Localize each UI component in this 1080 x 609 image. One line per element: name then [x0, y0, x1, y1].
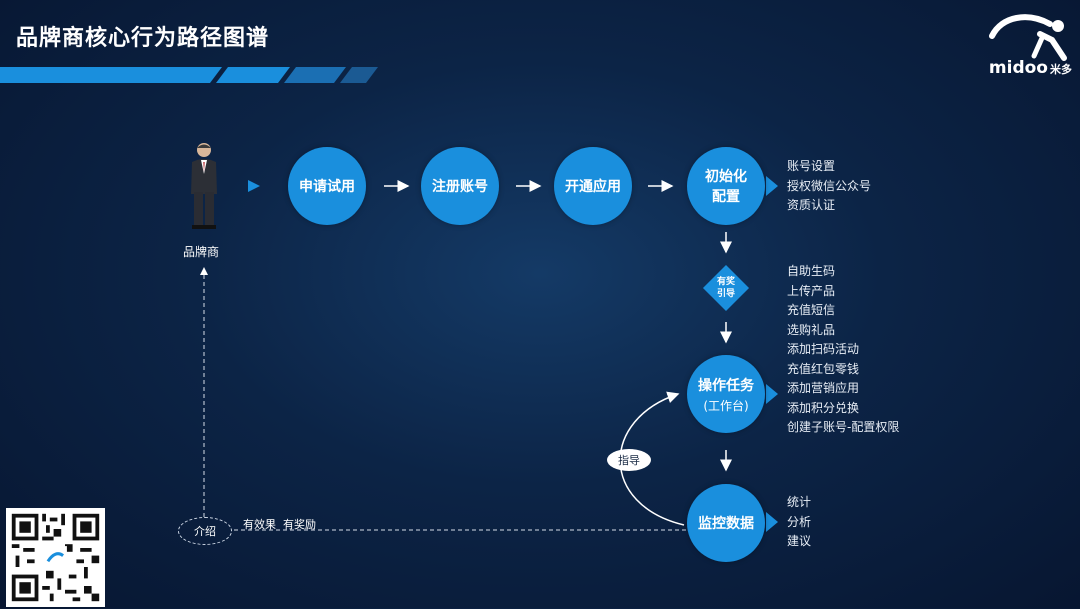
diamond-line1: 有奖	[716, 277, 735, 287]
step-register: 注册账号	[421, 147, 499, 225]
reward-guide-diamond: 有奖引导	[702, 264, 750, 312]
effect-reward-label: 有效果 有奖励	[243, 518, 316, 531]
list-item: 资质认证	[787, 198, 836, 212]
step-trial-label: 申请试用	[299, 179, 355, 195]
title-decoration-bars	[0, 67, 378, 83]
step-open-app: 开通应用	[554, 147, 632, 225]
list-item: 账号设置	[787, 159, 836, 173]
list-item: 创建子账号-配置权限	[787, 420, 900, 434]
midoo-logo-icon	[989, 14, 1067, 61]
logo-brand: midoo	[988, 58, 1048, 78]
step-init-line2: 配置	[712, 189, 740, 205]
list-item: 自助生码	[787, 264, 836, 278]
qr-code-icon	[8, 510, 103, 605]
intro-label: 介绍	[178, 517, 232, 545]
step-open-app-label: 开通应用	[565, 179, 621, 195]
list-item: 选购礼品	[787, 322, 836, 337]
operate-items-list: 自助生码 上传产品 充值短信 选购礼品 添加扫码活动 充值红包零钱 添加营销应用…	[787, 262, 899, 438]
bracket-monitor	[766, 512, 778, 532]
bracket-operate	[766, 384, 778, 404]
step-init-config: 初始化 配置	[687, 147, 765, 225]
list-item: 添加积分兑换	[787, 400, 860, 415]
businessman-icon	[191, 143, 217, 229]
step-init-line1: 初始化	[705, 169, 747, 185]
qr-code	[6, 508, 105, 607]
diamond-line2: 引导	[716, 289, 735, 299]
step-monitor: 监控数据	[687, 484, 765, 562]
bracket-init	[766, 176, 778, 196]
list-item: 统计	[787, 495, 812, 509]
list-item: 充值红包零钱	[787, 361, 860, 376]
guide-label: 指导	[607, 449, 651, 471]
step-operate-line2: (工作台)	[703, 398, 749, 413]
step-operate: 操作任务 (工作台)	[687, 355, 765, 433]
step-register-label: 注册账号	[432, 179, 488, 195]
list-item: 添加营销应用	[787, 381, 860, 395]
list-item: 建议	[787, 534, 812, 548]
list-item: 上传产品	[787, 283, 836, 298]
logo-cn: 米多	[1050, 63, 1072, 76]
step-operate-line1: 操作任务	[698, 377, 754, 394]
page-title: 品牌商核心行为路径图谱	[16, 26, 270, 51]
list-item: 充值短信	[787, 303, 836, 317]
init-items-list: 账号设置 授权微信公众号 资质认证	[787, 157, 871, 216]
list-item: 授权微信公众号	[787, 178, 872, 193]
step-monitor-label: 监控数据	[698, 516, 754, 532]
monitor-items-list: 统计 分析 建议	[787, 493, 811, 552]
list-item: 添加扫码活动	[787, 342, 860, 356]
start-arrow-icon	[248, 180, 260, 192]
step-trial: 申请试用	[288, 147, 366, 225]
diamond-label: 有奖引导	[704, 266, 748, 310]
brand-owner-label: 品牌商	[183, 245, 220, 259]
list-item: 分析	[787, 514, 812, 529]
